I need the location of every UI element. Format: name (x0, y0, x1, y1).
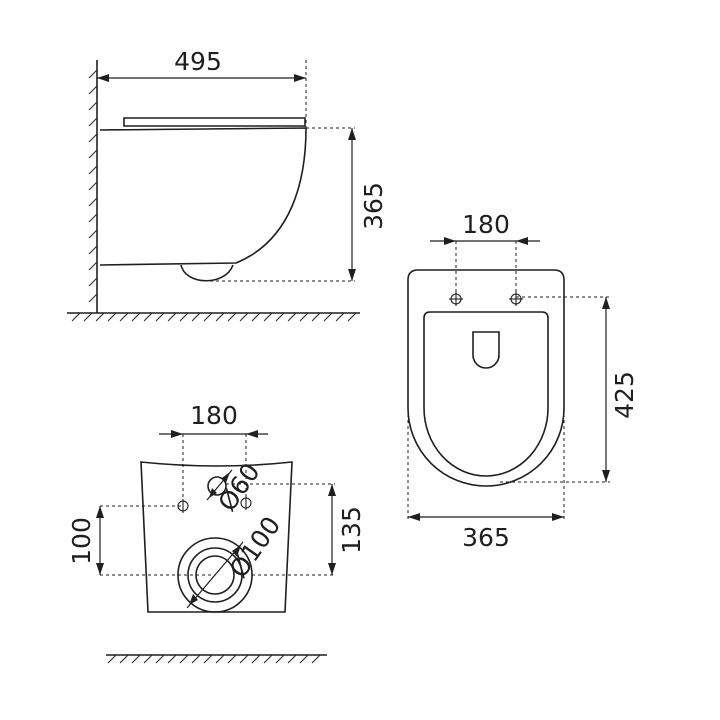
arrow-135-top (328, 484, 336, 496)
rear-view: Ø100 Ø60 180 100 (67, 401, 366, 664)
inlet-hole (207, 476, 227, 496)
top-outer-outline (407, 269, 565, 487)
top-width-label: 365 (462, 523, 510, 552)
side-width-label: 495 (174, 47, 222, 76)
arrow-left (97, 74, 109, 82)
top-depth-label: 425 (610, 371, 639, 419)
bolt-hole-left (449, 292, 463, 306)
arrow-dia100-a (189, 594, 198, 605)
arrow-dia100-b (232, 545, 241, 557)
drain-opening (472, 331, 500, 369)
arrow-down (348, 269, 356, 281)
arrow-135-bottom (328, 563, 336, 575)
wall-hatching (88, 69, 98, 303)
arrow-rear-bolt-left (171, 430, 183, 438)
top-inner-bowl (423, 311, 549, 477)
arrow-depth-top (602, 297, 610, 309)
arrow-100-bottom (96, 563, 104, 575)
rear-hole-height-label: 135 (337, 506, 366, 554)
outlet-mid-ring (187, 547, 243, 603)
rear-bolt-spacing-label: 180 (190, 401, 238, 430)
outlet-bulge (180, 264, 234, 282)
side-height-label: 365 (359, 182, 388, 230)
arrow-up (348, 128, 356, 140)
rear-floor-hatching (107, 654, 321, 664)
arrow-dia60-b (222, 472, 230, 483)
seat-lid (123, 117, 306, 127)
rear-bolt-hole-right (240, 496, 252, 510)
rear-bolt-height-label: 100 (67, 517, 96, 565)
arrow-width-left (408, 513, 420, 521)
arrow-dia60-a (209, 488, 217, 498)
top-view: 180 425 365 (407, 210, 639, 552)
bolt-hole-right (509, 292, 523, 306)
rear-outline (140, 461, 293, 613)
arrow-depth-bottom (602, 470, 610, 482)
side-view: 495 365 (67, 47, 388, 322)
arrow-bolt-right (516, 237, 528, 245)
rear-hole-large-label: Ø100 (224, 511, 286, 583)
arrow-right (294, 74, 306, 82)
top-bolt-spacing-label: 180 (462, 210, 510, 239)
arrow-bolt-left (444, 237, 456, 245)
floor-hatching (71, 312, 357, 322)
arrow-100-top (96, 506, 104, 518)
arrow-rear-bolt-right (246, 430, 258, 438)
bowl-outline (99, 127, 307, 266)
arrow-width-right (552, 513, 564, 521)
